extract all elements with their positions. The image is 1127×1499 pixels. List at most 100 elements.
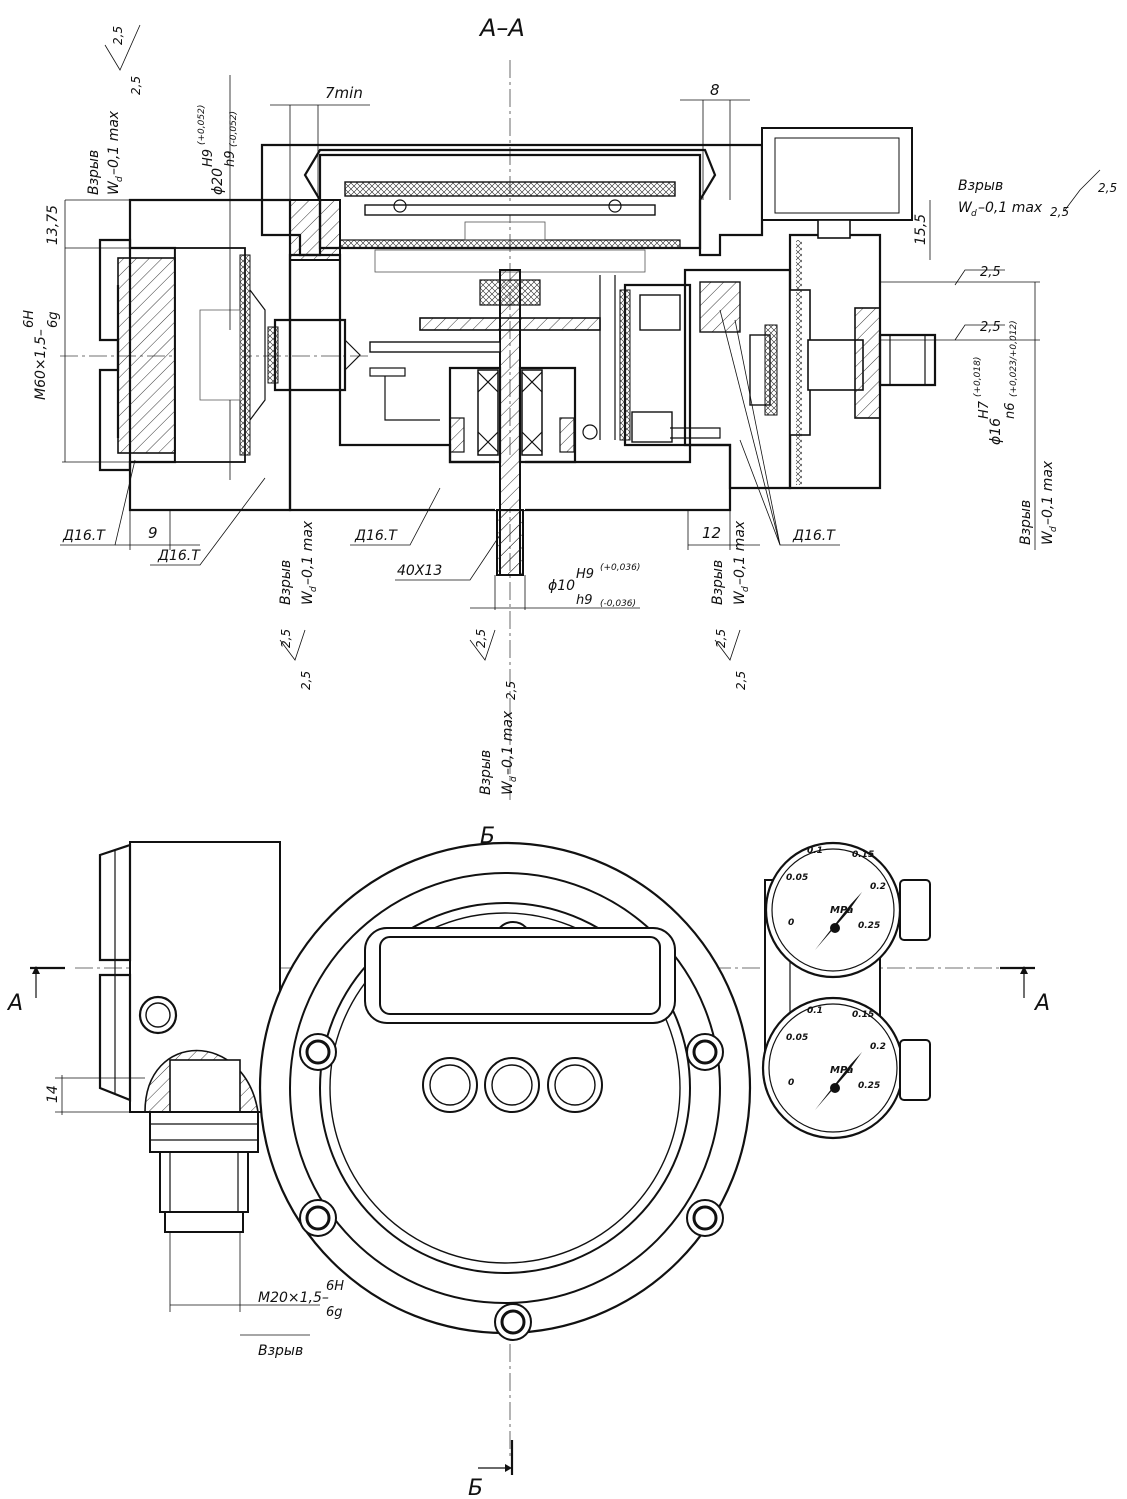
svg-text:Взрыв: Взрыв [478, 750, 494, 795]
roughness-label: 2,5 [474, 629, 488, 648]
roughness-label: 2,5 [980, 320, 1001, 335]
svg-text:–0,1 max: –0,1 max [106, 110, 122, 175]
dim-15-5: 15,5 [913, 214, 929, 245]
material-label: Д16.Т [157, 548, 201, 564]
roughness-label: 2,5 [1050, 205, 1069, 219]
svg-text:–0,1 max: –0,1 max [978, 200, 1043, 216]
svg-text:d: d [309, 586, 319, 592]
svg-text:(+0,052): (+0,052) [197, 105, 207, 145]
display-glass [344, 181, 676, 197]
roughness-label: 2,5 [980, 265, 1001, 280]
svg-text:h9: h9 [576, 593, 593, 608]
svg-text:М60×1,5–: М60×1,5– [33, 329, 49, 400]
roughness-label: 2,5 [129, 76, 143, 95]
svg-text:–0,1 max: –0,1 max [732, 520, 748, 585]
material-label: Д16.Т [792, 528, 836, 544]
svg-text:H7: H7 [977, 400, 992, 419]
svg-text:(+0,018): (+0,018) [973, 357, 983, 397]
gauge-scale-label: 0.05 [786, 873, 808, 883]
svg-text:W: W [1040, 530, 1056, 545]
svg-text:H9: H9 [201, 149, 216, 167]
svg-text:W: W [958, 200, 973, 216]
dim-9: 9 [148, 524, 158, 542]
svg-text:ϕ10: ϕ10 [548, 578, 575, 594]
svg-text:6g: 6g [46, 311, 61, 328]
gauge-scale-label: 0.05 [786, 1033, 808, 1043]
flameproof-note-right-top: Взрыв W d –0,1 max [958, 178, 1043, 219]
svg-text:d: d [115, 176, 125, 182]
flameproof-note-body: Взрыв W d –0,1 max [278, 520, 319, 605]
svg-text:W: W [300, 590, 316, 605]
keypad-buttons [422, 1057, 603, 1113]
section-view [60, 24, 1101, 800]
svg-text:n6: n6 [1003, 402, 1018, 419]
roughness-label: 2,5 [1098, 181, 1117, 195]
dim-13-75: 13,75 [45, 205, 61, 245]
svg-text:ϕ20: ϕ20 [210, 168, 226, 195]
roughness-label: 2,5 [504, 681, 518, 700]
gauge-scale-label: 0 [788, 1078, 794, 1088]
section-title: А–А [478, 14, 525, 42]
svg-text:Взрыв: Взрыв [958, 178, 1003, 194]
dim-7min: 7min [325, 84, 363, 102]
svg-text:d: d [509, 776, 519, 782]
fit-phi16: ϕ16 H7 (+0,018) n6 (+0,023/+0,012) [973, 320, 1019, 445]
svg-text:d: d [741, 586, 751, 592]
svg-text:d: d [971, 209, 977, 219]
svg-text:–0,1 max: –0,1 max [1040, 460, 1056, 525]
main-body [288, 253, 732, 512]
section-mark-a-left: А [6, 991, 23, 1016]
svg-text:ϕ16: ϕ16 [988, 418, 1004, 445]
svg-text:Взрыв: Взрыв [710, 560, 726, 605]
pressure-gauge-bottom [761, 996, 931, 1140]
material-label: Д16.Т [62, 528, 106, 544]
flameproof-note-gland: Взрыв [258, 1343, 303, 1359]
svg-text:6H: 6H [326, 1279, 344, 1294]
svg-text:Взрыв: Взрыв [278, 560, 294, 605]
fit-phi20: ϕ20 H9 (+0,052) h9 (-0,052) [197, 105, 239, 195]
section-mark-b-bottom: Б [468, 1476, 483, 1499]
gauge-scale-label: 0.2 [870, 882, 886, 892]
gauge-scale-label: 0.2 [870, 1042, 886, 1052]
svg-text:(+0,023/+0,012): (+0,023/+0,012) [1009, 320, 1019, 397]
gauge-scale-label: 0.15 [852, 1010, 874, 1020]
roughness-label: 2,5 [714, 629, 728, 648]
roughness-label: 2,5 [279, 629, 293, 648]
flameproof-note-left: Взрыв W d –0,1 max [86, 110, 125, 195]
svg-text:–0,1 max: –0,1 max [300, 520, 316, 585]
gauge-unit-label: MPa [830, 905, 854, 916]
svg-text:(-0,052): (-0,052) [229, 111, 239, 147]
svg-text:6g: 6g [326, 1305, 343, 1320]
gauge-scale-label: 0.25 [858, 921, 880, 931]
material-label: 40Х13 [397, 563, 442, 579]
svg-text:d: d [1049, 526, 1059, 532]
svg-text:6H: 6H [22, 310, 37, 328]
gauge-scale-label: 0.1 [807, 846, 823, 856]
flameproof-note-shaft: Взрыв W d –0,1 max [478, 710, 519, 795]
gauge-scale-label: 0.25 [858, 1081, 880, 1091]
gauge-unit-label: MPa [830, 1065, 854, 1076]
svg-text:Взрыв: Взрыв [86, 150, 102, 195]
pressure-gauge-top [764, 841, 931, 979]
svg-text:М20×1,5–: М20×1,5– [258, 1290, 329, 1306]
gauge-scale-label: 0.15 [852, 850, 874, 860]
dim-14: 14 [45, 1085, 61, 1103]
roughness-label: 2,5 [734, 671, 748, 690]
gauge-scale-label: 0 [788, 918, 794, 928]
svg-text:W: W [106, 180, 122, 195]
dim-8: 8 [710, 81, 720, 99]
svg-text:W: W [732, 590, 748, 605]
dim-12: 12 [702, 524, 721, 542]
section-mark-a-right: А [1033, 991, 1050, 1016]
cable-gland [149, 1111, 259, 1153]
front-view: Б Б А А [6, 824, 1050, 1499]
svg-text:h9: h9 [223, 150, 238, 167]
flameproof-note-far-right: Взрыв W d –0,1 max [1018, 460, 1059, 545]
svg-text:(-0,036): (-0,036) [600, 599, 636, 609]
flameproof-note-right: Взрыв W d –0,1 max [710, 520, 751, 605]
svg-text:W: W [500, 780, 516, 795]
svg-text:Взрыв: Взрыв [1018, 500, 1034, 545]
roughness-label: 2,5 [111, 26, 125, 45]
fit-phi10: ϕ10 H9 (+0,036) h9 (-0,036) [548, 563, 640, 609]
